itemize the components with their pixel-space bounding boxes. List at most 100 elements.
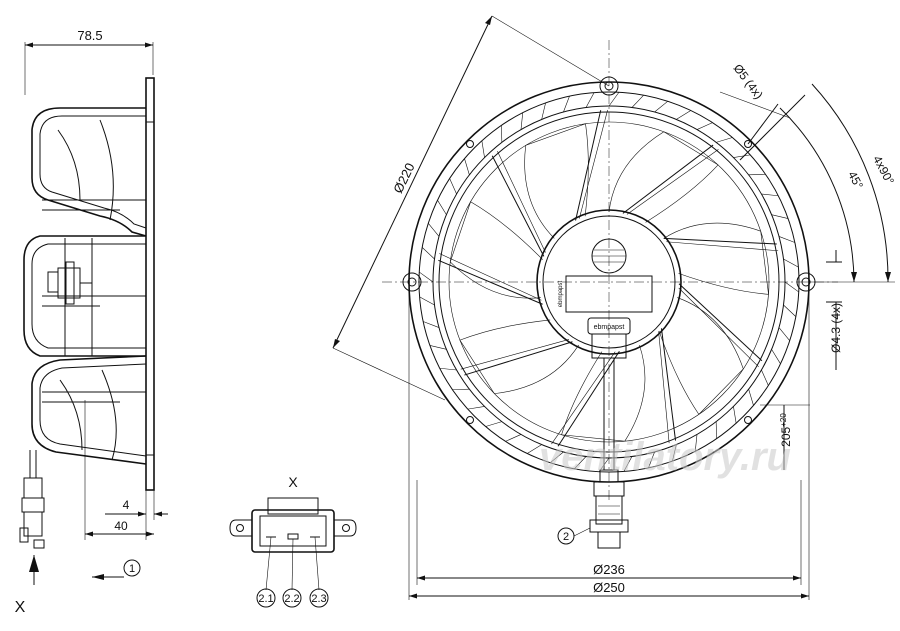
ring-rib <box>694 434 698 452</box>
diameter-250-label: Ø250 <box>593 580 625 595</box>
hub-connector-brand: ebmpapst <box>594 324 625 331</box>
ring-rib <box>541 102 546 120</box>
guard-struts <box>438 109 779 447</box>
ring-rib <box>520 112 524 130</box>
cable-tolerance-label: +20 <box>779 413 788 427</box>
ring-rib <box>585 92 595 108</box>
guard-strut-edge <box>497 151 546 253</box>
callout-2: 2 <box>557 527 591 545</box>
housing-profile <box>23 107 147 465</box>
ring-rib <box>421 247 435 260</box>
ring-rib <box>771 214 789 219</box>
ring-rib <box>439 367 457 371</box>
ring-rib <box>464 158 470 175</box>
guard-strut <box>491 155 545 257</box>
ring-ribs <box>419 92 799 472</box>
ring-rib <box>467 406 485 410</box>
pin-label-2-1: 2.1 <box>258 593 273 605</box>
guard-strut <box>557 350 620 447</box>
ring-rib <box>428 223 440 237</box>
ring-rib <box>563 96 570 113</box>
hub-connector: ebmpapst <box>587 317 631 470</box>
ring-rib <box>481 140 485 158</box>
ring-rib <box>778 236 795 243</box>
angle-dimensions: 45° 4x90° <box>779 83 897 283</box>
fan-blade <box>658 297 744 415</box>
guard-strut-edge <box>460 339 570 370</box>
flange-thickness-label: 4 <box>123 498 130 512</box>
flange-dimensions: 4 40 <box>84 400 168 540</box>
fan-blade <box>449 201 543 299</box>
offset-dimension-label: 40 <box>114 519 128 533</box>
ring-rib <box>608 92 620 107</box>
guard-strut-edge <box>579 109 608 219</box>
ring-rib <box>648 451 655 468</box>
ring-rib <box>784 281 799 293</box>
diameter-220-dimension: Ø220 <box>332 15 610 401</box>
callout-2-label: 2 <box>563 531 569 543</box>
guard-strut <box>575 110 602 221</box>
ring-rib <box>771 349 781 364</box>
guard-strut <box>678 283 763 362</box>
side-cable-connector <box>19 450 45 549</box>
ring-rib <box>419 271 434 283</box>
fan-blades <box>449 123 769 442</box>
side-view: 78.5 <box>15 28 168 616</box>
angle-90-label: 4x90° <box>870 153 897 187</box>
hole-4-3-label: Ø4.3 (4x) <box>829 303 843 353</box>
ring-rib <box>423 321 440 328</box>
depth-dimension: 78.5 <box>24 28 154 95</box>
view-x-arrow: X <box>15 555 39 616</box>
hole-4-3-dimension: Ø4.3 (4x) <box>826 250 843 370</box>
ring-rib <box>672 444 677 462</box>
connector-view: X 2.1 2.2 2.3 <box>229 474 357 608</box>
diameter-220-label: Ø220 <box>390 160 417 195</box>
guard-strut <box>663 237 777 245</box>
ring-rib <box>748 389 754 406</box>
ring-rib <box>527 444 542 454</box>
view-x-label: X <box>15 599 26 616</box>
ring-rib <box>733 406 737 424</box>
ring-rib <box>716 137 733 143</box>
ring-rib <box>761 193 779 197</box>
connector-view-title: X <box>288 474 298 490</box>
callout-1-label: 1 <box>129 563 135 575</box>
hole-5-dimension: Ø5 (4x) <box>719 61 806 161</box>
bottom-connector <box>589 469 629 549</box>
guard-strut-edge <box>439 253 542 301</box>
pin-label-2-3: 2.3 <box>311 593 326 605</box>
ring-rib <box>437 200 447 215</box>
fan-blade <box>608 131 719 223</box>
ring-rib <box>761 369 769 386</box>
callout-1: 1 <box>92 559 141 580</box>
motor-hub: ebmpapst <box>536 209 682 355</box>
ring-rib <box>783 258 799 268</box>
ring-rib <box>654 101 668 113</box>
guard-strut-edge <box>666 241 779 252</box>
mounting-flange <box>145 77 155 491</box>
ring-rib <box>733 154 751 158</box>
ring-rib <box>550 451 564 463</box>
fan-blade <box>663 222 769 295</box>
ring-rib <box>623 456 633 472</box>
ring-rib <box>574 456 587 470</box>
guard-strut <box>622 144 714 214</box>
depth-dimension-label: 78.5 <box>77 28 102 43</box>
hole-5-label: Ø5 (4x) <box>731 61 766 101</box>
front-view: ebmpapst ebmpapst 2 <box>332 15 897 600</box>
ring-rib <box>429 345 447 350</box>
cable-length-dimension: 205+20 <box>760 404 810 470</box>
ring-rib <box>783 304 797 317</box>
hub-brand-label: ebmpapst <box>558 280 564 307</box>
pin-label-2-2: 2.2 <box>284 593 299 605</box>
ring-rib <box>696 122 713 130</box>
guard-strut <box>660 328 677 441</box>
ring-rib <box>676 110 691 120</box>
ring-rib <box>449 178 457 195</box>
diameter-236-label: Ø236 <box>593 562 625 577</box>
cable-length-label: 205+20 <box>779 413 793 447</box>
guard-strut <box>464 341 573 376</box>
watermark: ventilatory.ru <box>539 435 791 479</box>
ring-rib <box>631 94 644 108</box>
guard-strut-edge <box>551 351 616 445</box>
